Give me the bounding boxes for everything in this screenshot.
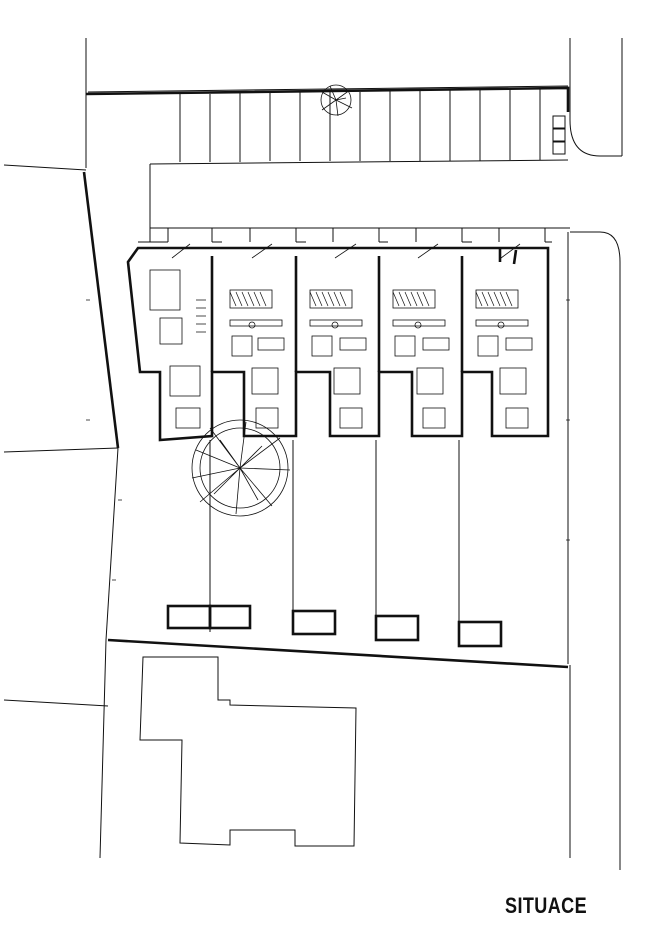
garden-shed-5	[457, 620, 503, 648]
bin-3	[552, 141, 566, 155]
parking-top-line	[87, 85, 569, 93]
street-line-right	[569, 38, 622, 157]
rowhouse-outline	[126, 246, 550, 442]
parcel-left-top	[3, 164, 87, 171]
tree-courtyard	[191, 419, 291, 517]
tree-north	[320, 84, 353, 117]
bin-2	[552, 128, 566, 142]
garden-shed-1	[166, 604, 212, 630]
street-left-lower	[99, 447, 119, 859]
parcel-left-low	[3, 699, 109, 707]
bin-1	[552, 115, 566, 129]
site-boundary-south	[107, 638, 569, 669]
parcel-left-mid	[3, 447, 119, 453]
site-tick-marks	[86, 299, 570, 581]
drawing-title: SITUACE	[505, 893, 588, 918]
garden-shed-3	[291, 609, 337, 636]
neighbour-building	[139, 656, 357, 847]
street-line-right-lower	[570, 231, 621, 870]
site-boundary-west	[82, 171, 120, 449]
garden-shed-2	[208, 604, 252, 630]
parking-bottom-line	[149, 159, 569, 165]
party-walls	[210, 256, 464, 372]
site-boundary-north	[85, 86, 570, 112]
garden-shed-4	[374, 614, 420, 642]
